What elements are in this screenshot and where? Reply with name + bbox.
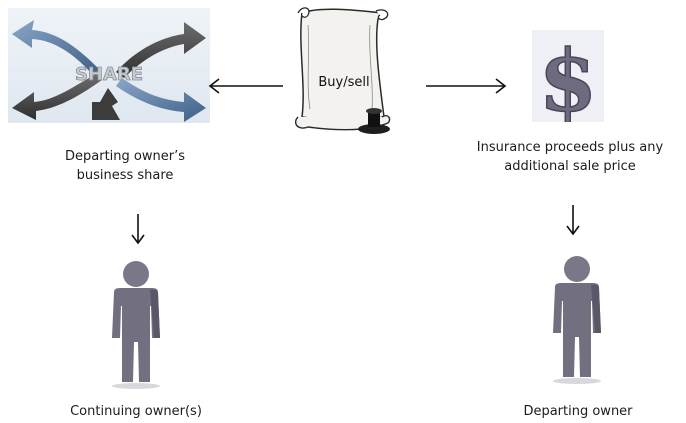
share-arrows-icon: SHARE	[8, 8, 210, 123]
arrow-down-right-icon	[566, 205, 580, 236]
right-caption: Insurance proceeds plus any additional s…	[452, 138, 686, 176]
arrow-right-icon	[426, 78, 507, 94]
buy-sell-label: Buy/sell	[318, 75, 370, 90]
arrow-down-left-icon	[131, 214, 145, 245]
left-caption-line1: Departing owner’s	[65, 149, 185, 164]
departing-owner-person-icon	[553, 256, 601, 384]
share-graphic: SHARE	[8, 8, 210, 123]
continuing-owner-label: Continuing owner(s)	[70, 404, 202, 419]
share-text: SHARE	[75, 64, 143, 85]
arrow-left-icon	[208, 78, 283, 94]
departing-owner-label: Departing owner	[523, 404, 633, 419]
scroll-contract-icon	[294, 7, 391, 134]
right-caption-line2: additional sale price	[504, 159, 636, 174]
dollar-sign-icon: $	[532, 30, 604, 122]
buy-sell-scroll: Buy/sell	[288, 5, 400, 139]
dollar-symbol: $	[539, 31, 597, 122]
right-caption-line1: Insurance proceeds plus any	[476, 140, 664, 155]
continuing-owner-person-icon	[112, 261, 160, 389]
left-caption-line2: business share	[76, 168, 174, 183]
left-caption: Departing owner’s business share	[40, 147, 210, 185]
dollar-graphic: $	[532, 30, 604, 122]
